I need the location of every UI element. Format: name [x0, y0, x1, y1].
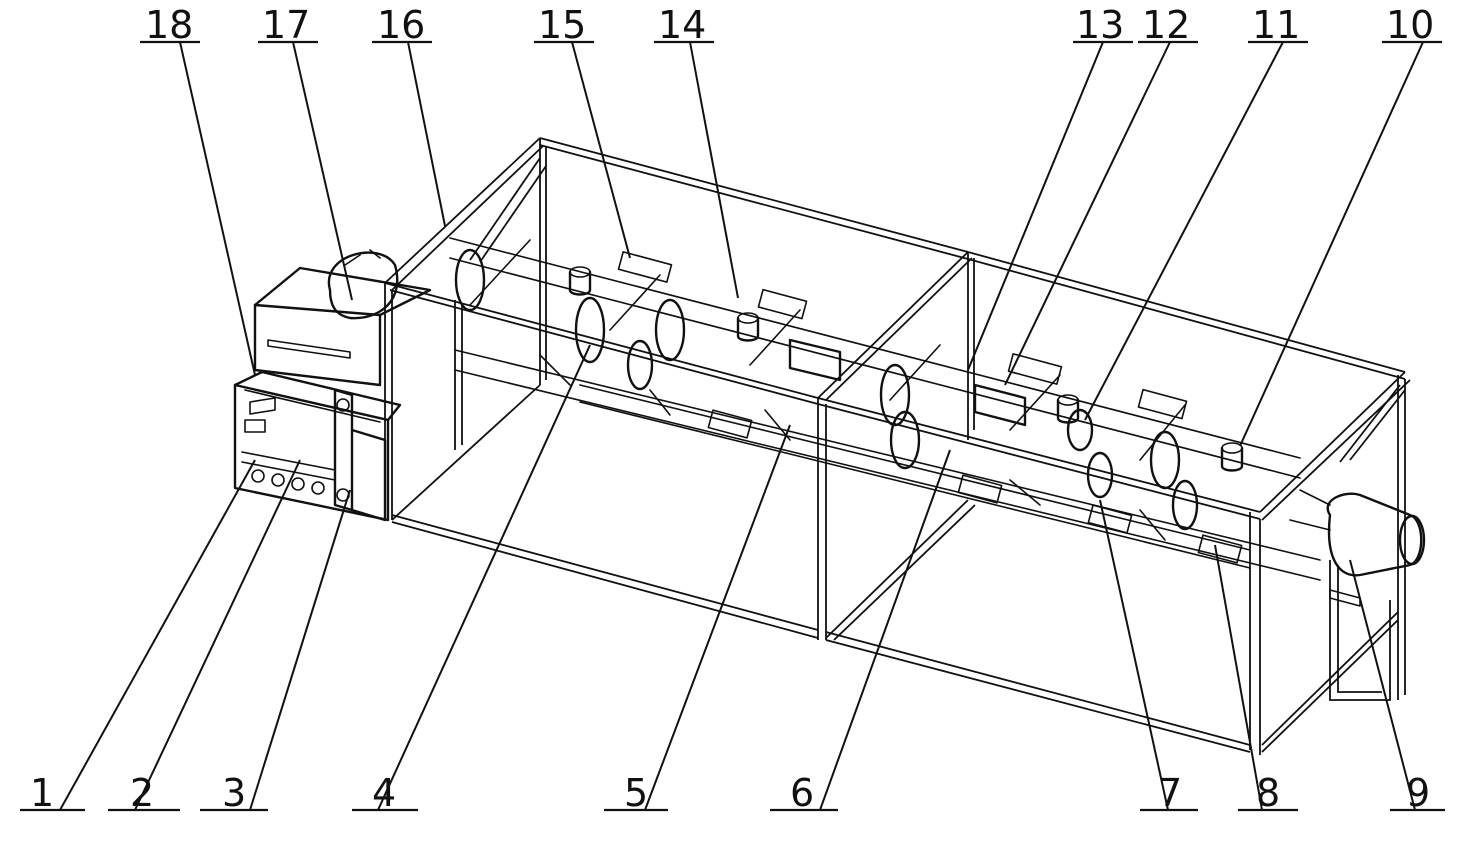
label-7: 7 — [1158, 771, 1182, 815]
label-1: 1 — [30, 771, 54, 815]
label-13: 13 — [1076, 3, 1124, 47]
label-2: 2 — [130, 771, 154, 815]
callout-labels: 18 17 16 15 14 13 12 11 10 1 2 3 4 5 6 7… — [30, 3, 1434, 815]
label-14: 14 — [658, 3, 706, 47]
label-11: 11 — [1252, 3, 1300, 47]
label-6: 6 — [790, 771, 814, 815]
label-16: 16 — [377, 3, 425, 47]
label-5: 5 — [624, 771, 648, 815]
upper-box — [253, 249, 432, 387]
label-18: 18 — [145, 3, 193, 47]
pipeline-assembly — [449, 237, 1426, 607]
label-17: 17 — [262, 3, 310, 47]
control-cabinet — [233, 370, 402, 522]
label-10: 10 — [1386, 3, 1434, 47]
label-8: 8 — [1256, 771, 1280, 815]
label-12: 12 — [1142, 3, 1190, 47]
label-9: 9 — [1406, 771, 1430, 815]
label-15: 15 — [538, 3, 586, 47]
leader-lines — [20, 40, 1445, 812]
label-3: 3 — [222, 771, 246, 815]
label-4: 4 — [372, 771, 396, 815]
